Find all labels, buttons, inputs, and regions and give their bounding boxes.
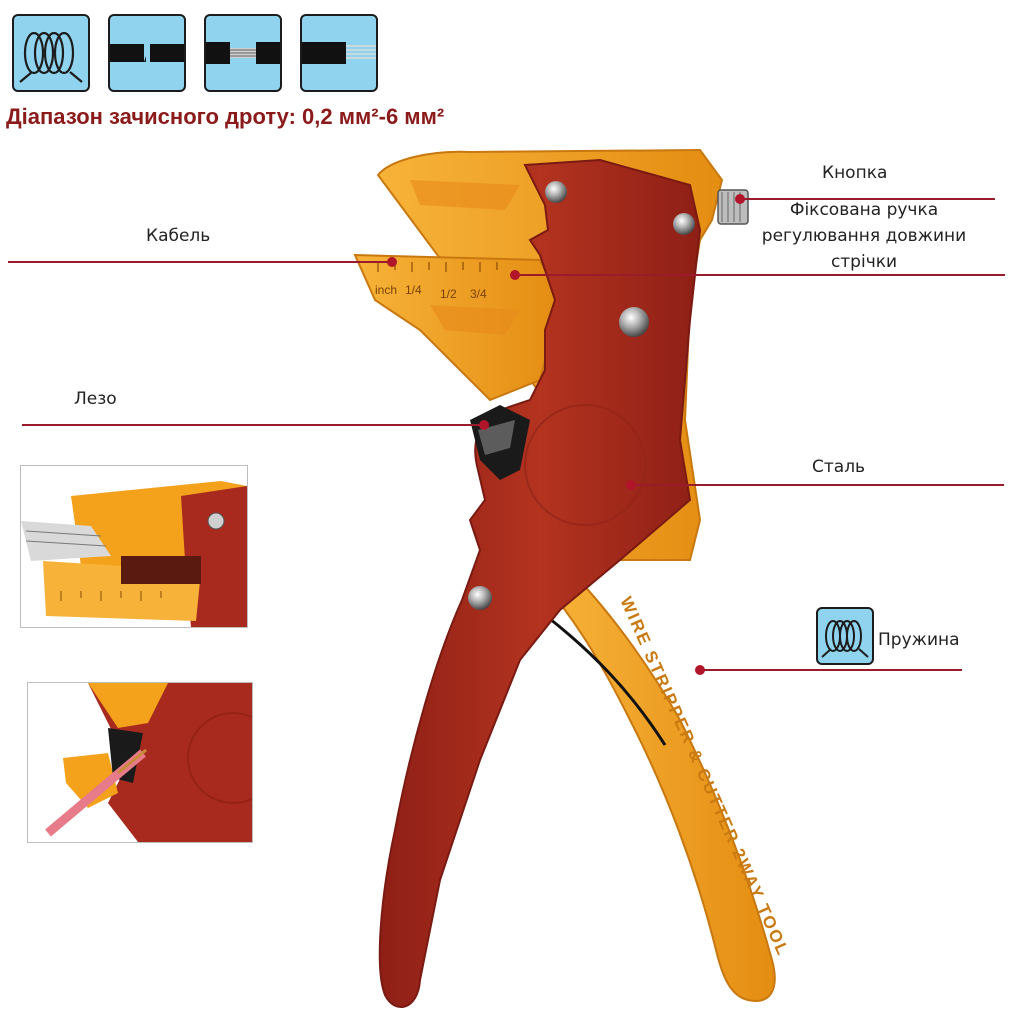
ruler-inch-label: inch [375, 283, 397, 297]
callout-spring-label: Пружина [878, 630, 960, 650]
spring-wire [544, 613, 667, 746]
spring-coil-icon [12, 14, 90, 92]
rivet-2 [673, 213, 695, 235]
steel-disc-outline [524, 404, 646, 526]
rivet-1 [545, 181, 567, 203]
upper-jaw-cutout [410, 180, 520, 210]
stripping-range-headline: Діапазон зачисного дроту: 0,2 мм²-6 мм² [6, 104, 445, 129]
lower-jaw-cutout [430, 305, 520, 335]
callout-blade-label: Лезо [74, 389, 117, 409]
ruler-half-label: 1/2 [440, 287, 457, 301]
rivet-4 [468, 586, 492, 610]
wire-strip-middle-icon [204, 14, 282, 92]
callout-knob-line-3: стрічки [830, 252, 898, 272]
callout-button-label: Кнопка [822, 163, 888, 183]
ruler-quarter-label: 1/4 [405, 283, 422, 297]
wire-cut-icon [108, 14, 186, 92]
callout-steel-label: Сталь [812, 457, 866, 477]
wire-strip-end-icon [300, 14, 378, 92]
callout-cable-label: Кабель [146, 226, 211, 246]
inset-photo-jaws [20, 465, 248, 628]
spring-badge-icon [816, 607, 874, 665]
callout-knob-line-1: Фіксована ручка [789, 200, 939, 220]
orange-grip-handle [543, 558, 776, 1002]
ruler-three-quarter-label: 3/4 [470, 287, 487, 301]
inset-photo-cutter [27, 682, 253, 843]
callout-knob-label: Фіксована ручка регулювання довжини стрі… [748, 197, 980, 275]
rivet-3 [619, 307, 649, 337]
callout-knob-line-2: регулювання довжини [761, 226, 967, 246]
